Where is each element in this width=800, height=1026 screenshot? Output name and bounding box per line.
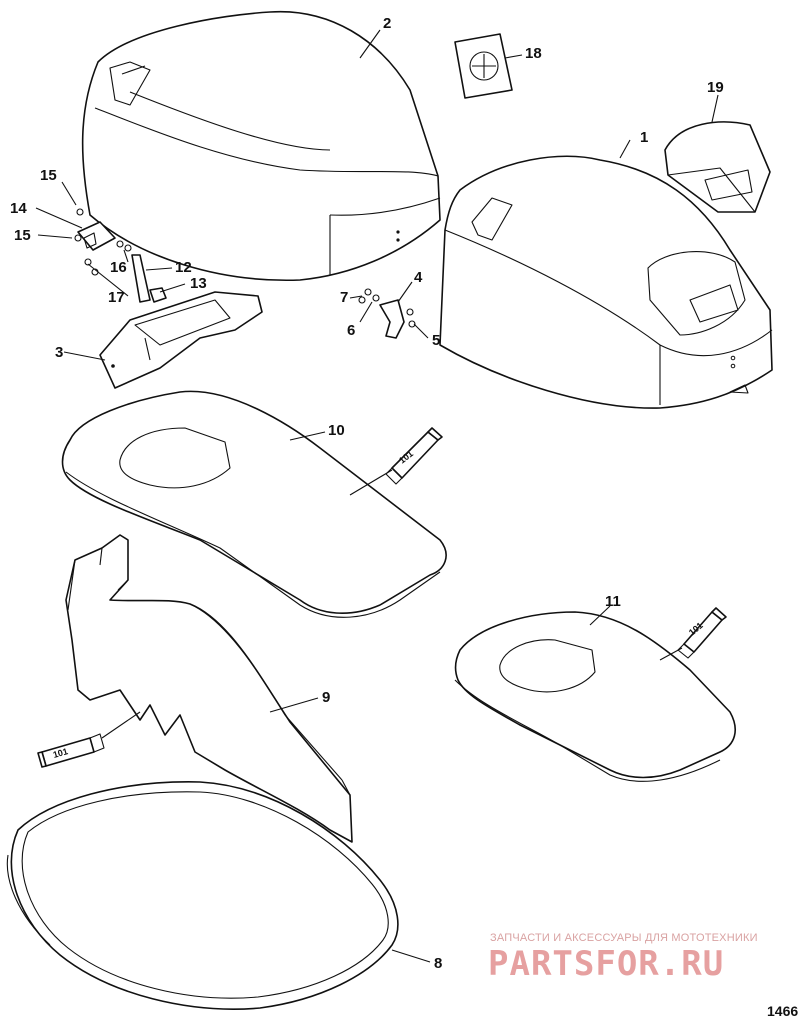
watermark-caption: ЗАПЧАСТИ И АКСЕССУАРЫ ДЛЯ МОТОТЕХНИКИ	[490, 932, 758, 944]
callout-3: 3	[55, 344, 63, 361]
callout-10: 10	[328, 422, 345, 439]
callout-9: 9	[322, 689, 330, 706]
sealant-tube-10: 101	[385, 427, 443, 485]
seal-part-10	[61, 390, 447, 618]
callout-12: 12	[175, 259, 192, 276]
ring-seal-part-8	[6, 781, 399, 1010]
bottom-cowl-part-1	[439, 155, 773, 409]
callout-1: 1	[640, 129, 648, 146]
callout-labels: 1 2 3 4 5 6 7 8 9 10 11 12 13 14 15 15 1…	[10, 15, 724, 972]
callout-19: 19	[707, 79, 724, 96]
cap-part-18	[454, 33, 513, 99]
figure-number: 1466	[767, 1003, 799, 1019]
clip-hardware-parts-4-7	[358, 288, 416, 339]
callout-4: 4	[414, 269, 423, 286]
callout-2: 2	[383, 15, 391, 32]
callout-15-top: 15	[40, 167, 57, 184]
callout-18: 18	[525, 45, 542, 62]
callout-16: 16	[110, 259, 127, 276]
callout-17: 17	[108, 289, 125, 306]
callout-11: 11	[605, 593, 621, 610]
sealant-tube-9: 101	[37, 733, 105, 768]
leader-lines	[35, 29, 719, 963]
callout-7: 7	[340, 289, 348, 306]
callout-15-bottom: 15	[14, 227, 31, 244]
top-cowl-part-2	[81, 10, 441, 282]
gasket-part-9	[65, 534, 353, 843]
callout-5: 5	[432, 332, 440, 349]
callout-13: 13	[190, 275, 207, 292]
seal-part-11	[454, 611, 736, 782]
callout-14: 14	[10, 200, 27, 217]
tube-label-9: 101	[52, 746, 69, 760]
sealant-tube-11: 101	[677, 607, 727, 659]
intake-cover-part-19	[664, 121, 771, 213]
callout-8: 8	[434, 955, 442, 972]
watermark-logo: PARTSFOR.RU	[488, 944, 725, 984]
latch-assembly-parts-14-17	[74, 208, 167, 303]
bracket-part-3	[99, 291, 263, 389]
callout-6: 6	[347, 322, 355, 339]
